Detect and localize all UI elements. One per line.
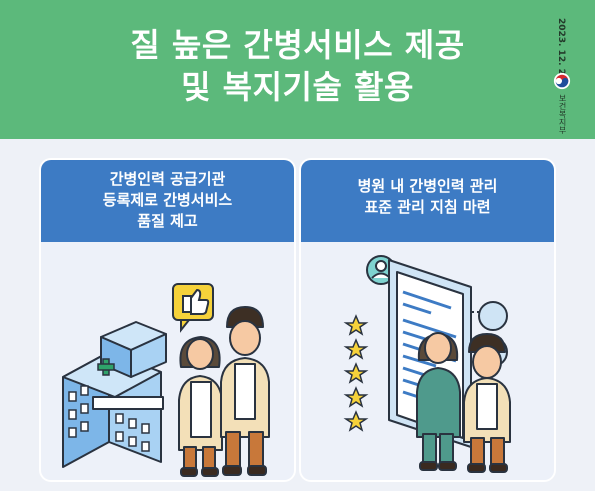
publish-date: 2023. 12. 21. [556,18,566,85]
card-caregiver-registration: 간병인력 공급기관 등록제로 간병서비스 품질 제고 [41,160,294,480]
hospital-cross-icon [97,358,115,376]
card-guideline: 병원 내 간병인력 관리 표준 관리 지침 마련 [301,160,554,480]
caregiver-man-figure [220,306,270,476]
card-heading-line: 표준 관리 지침 마련 [364,198,491,216]
title-line-1: 질 높은 간병서비스 제공 [130,26,465,64]
card-heading-line: 품질 제고 [137,212,198,230]
title-line-2: 및 복지기술 활용 [181,68,414,106]
page-title: 질 높은 간병서비스 제공 및 복지기술 활용 [0,24,595,108]
taegeuk-logo-icon [553,72,571,90]
card-heading: 간병인력 공급기관 등록제로 간병서비스 품질 제고 [41,160,294,242]
caregiver-uniform-figure [416,332,461,471]
thumbs-up-bubble-icon [172,283,214,333]
header-banner: 질 높은 간병서비스 제공 및 복지기술 활용 2023. 12. 21. 보건… [0,0,595,139]
caregiver-man-figure [463,333,511,473]
hospital-building-icon [62,321,167,468]
star-rating-icon [343,314,369,432]
card-heading-line: 등록제로 간병서비스 [102,191,233,209]
hospital-windows [68,385,150,452]
hospital-caregivers-illustration [62,283,270,477]
guideline-board-illustration [343,255,511,473]
card-heading: 병원 내 간병인력 관리 표준 관리 지침 마련 [301,160,554,242]
card-heading-line: 간병인력 공급기관 [109,170,226,188]
card-heading-line: 병원 내 간병인력 관리 [357,177,498,195]
card-illustration-area [301,242,554,480]
ministry-name: 보건복지부 [558,94,567,134]
caregiver-woman-figure [178,336,223,477]
card-illustration-area [41,242,294,480]
